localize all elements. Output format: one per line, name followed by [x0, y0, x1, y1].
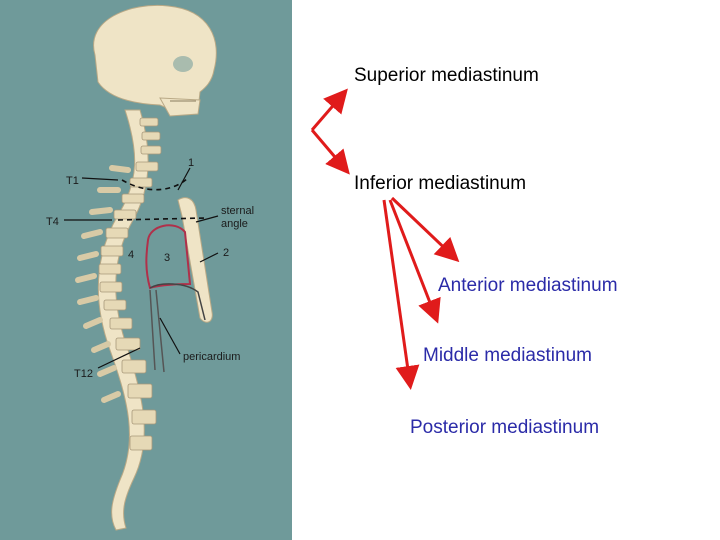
- label-t12: T12: [74, 368, 93, 380]
- middle-mediastinum-label: Middle mediastinum: [423, 345, 592, 366]
- posterior-mediastinum-label: Posterior mediastinum: [410, 417, 600, 438]
- arrow-to-middle: [388, 199, 441, 324]
- arrow-to-posterior: [382, 199, 420, 390]
- anterior-mediastinum-label: Anterior mediastinum: [438, 275, 618, 296]
- pericardium-outline: [145, 224, 192, 290]
- skull: [93, 4, 217, 117]
- label-angle: angle: [221, 218, 248, 230]
- vertebral-column: [75, 109, 162, 531]
- arrow-to-inferior: [310, 129, 350, 175]
- anatomy-illustration: T1 T4 T12 1 2 3 4 sternal angle pericard…: [0, 0, 292, 540]
- arrow-to-anterior: [390, 196, 460, 263]
- label-t4: T4: [46, 216, 59, 228]
- label-sternal: sternal: [221, 205, 254, 217]
- diaphragm: [149, 283, 206, 321]
- arrow-to-superior: [310, 88, 348, 131]
- label-1: 1: [188, 157, 194, 169]
- crus: [149, 289, 165, 373]
- inferior-mediastinum-label: Inferior mediastinum: [354, 173, 527, 194]
- sternum: [177, 197, 213, 323]
- label-t1: T1: [66, 175, 79, 187]
- label-4: 4: [128, 249, 134, 261]
- label-3: 3: [164, 252, 170, 264]
- superior-mediastinum-label: Superior mediastinum: [354, 65, 539, 86]
- label-pericardium: pericardium: [183, 351, 240, 363]
- thoracic-inlet-line: [121, 177, 189, 191]
- label-2: 2: [223, 247, 229, 259]
- spine-figure: T1 T4 T12 1 2 3 4 sternal angle pericard…: [46, 4, 254, 531]
- sternal-angle-plane: [117, 217, 206, 221]
